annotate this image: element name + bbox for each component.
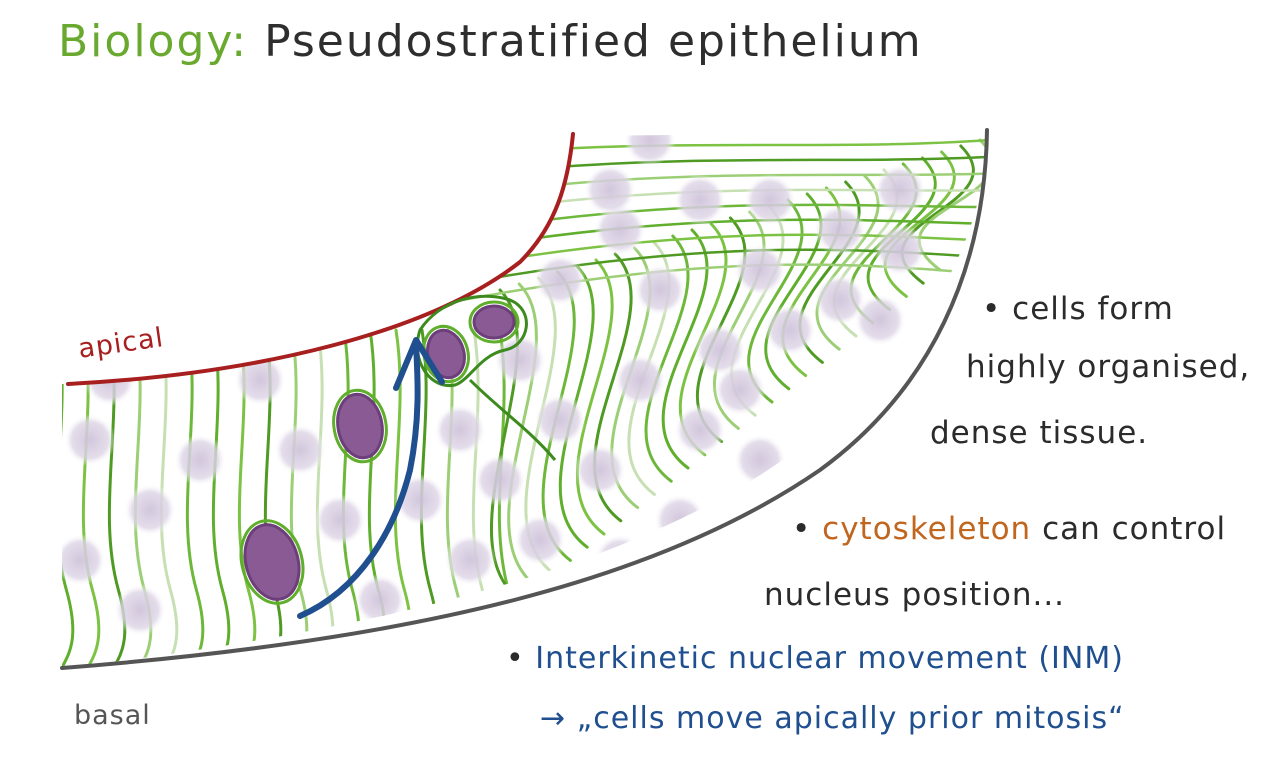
cell-border (644, 234, 690, 483)
nucleus-pale (574, 444, 626, 496)
note-3: • Interkinetic nuclear movement (INM) (506, 630, 1124, 688)
cell-border (315, 328, 335, 668)
nucleus-pale (62, 534, 106, 586)
highlight-cell-outline (239, 519, 305, 605)
note-2-line-2: nucleus position... (764, 577, 1066, 613)
cell-border (107, 328, 127, 668)
inm-arrowhead (393, 337, 445, 391)
nucleus-pale (474, 454, 526, 506)
basal-surface-line (60, 128, 989, 670)
nucleus-dark (243, 523, 301, 601)
nucleus-pale (744, 174, 796, 226)
nucleus-pale (444, 534, 496, 586)
note-3-line-2: → „cells move apically prior mitosis“ (540, 701, 1125, 736)
mitotic-cell (415, 294, 528, 387)
cell-border (455, 233, 988, 269)
note-2-rest: can control (1042, 511, 1227, 547)
nucleus-pale (674, 404, 726, 456)
note-2: • cytoskeleton can control (792, 500, 1226, 558)
nucleus-pale (534, 394, 586, 446)
cell-border (289, 328, 309, 668)
note-3-line-1: Interkinetic nuclear movement (INM) (535, 641, 1124, 676)
nucleus-pale (434, 404, 486, 456)
note-1-line-3: dense tissue. (930, 415, 1149, 451)
cell-border (525, 155, 988, 171)
cell-border (661, 228, 709, 470)
nucleus-dark (472, 304, 516, 340)
nucleus-pale (714, 364, 766, 416)
nucleus-pale (354, 574, 406, 626)
title-topic: Pseudostratified epithelium (264, 16, 923, 67)
cell-border (133, 328, 153, 668)
nucleus-pale (764, 304, 816, 356)
highlight-cell-outline (468, 300, 520, 344)
nucleus-pale (874, 164, 926, 216)
note-1-line-2: highly organised, (966, 349, 1251, 385)
title-subject: Biology: (58, 16, 249, 67)
cell-border (575, 258, 614, 536)
nucleus-pale (854, 294, 906, 346)
note-1: • cells form (982, 280, 1174, 338)
nucleus-pale (634, 264, 686, 316)
note-1-bullet: • (982, 291, 1002, 327)
cell-border (159, 328, 179, 668)
inm-arrow (297, 342, 421, 619)
note-1-line-1: cells form (1012, 291, 1174, 327)
nucleus-pale (814, 204, 866, 256)
nucleus-pale (534, 254, 586, 306)
nucleus-pale (114, 584, 166, 636)
note-2-bullet: • (792, 511, 812, 547)
nucleus-pale (694, 324, 746, 376)
nucleus-pale (814, 274, 866, 326)
cells-layer (62, 132, 988, 668)
cell-border (393, 328, 413, 668)
cell-border (419, 328, 439, 668)
nucleus-pale (734, 434, 786, 486)
nucleus-pale (314, 494, 366, 546)
apical-surface-line (66, 132, 575, 386)
cell-border (62, 328, 75, 668)
cell-border (507, 282, 539, 589)
basal-label: basal (74, 700, 151, 731)
nucleus-dark (336, 392, 384, 460)
nucleus-pale (594, 204, 646, 256)
nucleus-pale (174, 434, 226, 486)
cell-border (211, 328, 231, 668)
note-2-highlight: cytoskeleton (822, 511, 1032, 547)
cell-border (539, 138, 988, 152)
nucleus-pale (674, 174, 726, 226)
cell-border (497, 328, 517, 668)
cell-border (185, 328, 205, 668)
nucleus-pale (614, 354, 666, 406)
nucleus-pale (584, 164, 636, 216)
nucleus-pale (124, 484, 176, 536)
nucleus-pale (624, 132, 676, 166)
nucleus-pale (514, 514, 566, 566)
highlight-cell-outline (332, 388, 388, 464)
note-3-bullet: • (506, 641, 525, 676)
nucleus-pale (734, 244, 786, 296)
cell-border (367, 328, 387, 668)
nucleus-pale (234, 354, 286, 406)
page-title: Biology: Pseudostratified epithelium (58, 16, 923, 67)
nucleus-pale (274, 424, 326, 476)
nucleus-pale (494, 334, 546, 386)
nucleus-pale (64, 414, 116, 466)
nucleus-pale (874, 224, 926, 276)
cell-process (468, 378, 557, 461)
